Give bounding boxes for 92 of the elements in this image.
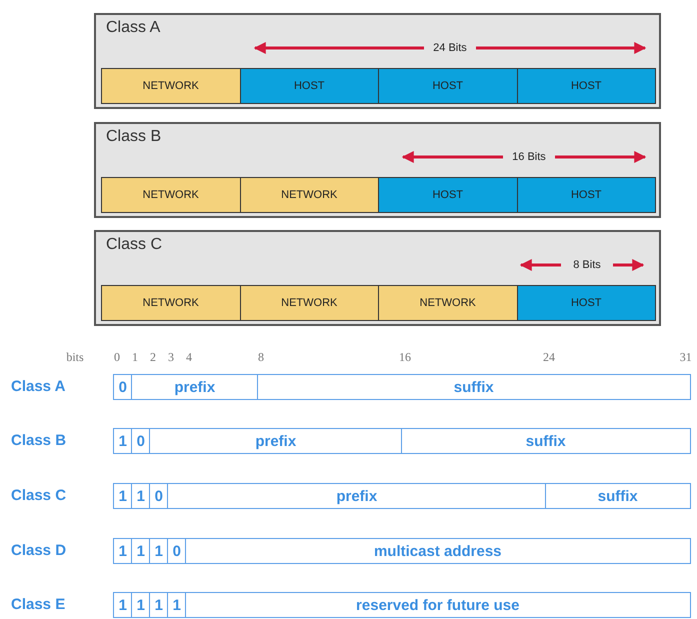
class-title: Class B bbox=[106, 128, 162, 146]
bit-field bbox=[131, 428, 150, 454]
host-field bbox=[240, 68, 379, 104]
field-label: HOST bbox=[570, 80, 602, 92]
bit-position-label: 0 bbox=[114, 350, 120, 365]
field-label: HOST bbox=[432, 189, 464, 201]
bit-field bbox=[131, 538, 150, 564]
bit-position-label: 3 bbox=[168, 350, 174, 365]
field-label: HOST bbox=[432, 80, 464, 92]
bit-field bbox=[185, 592, 690, 618]
bit-field bbox=[167, 483, 546, 509]
bit-field bbox=[113, 592, 132, 618]
host-field bbox=[516, 177, 656, 213]
field-label: 1 bbox=[172, 596, 181, 614]
field-label: HOST bbox=[570, 189, 602, 201]
field-label: 1 bbox=[118, 542, 127, 560]
row-label: Class C bbox=[11, 487, 66, 504]
host-field bbox=[378, 177, 518, 213]
class-panel bbox=[94, 13, 661, 109]
field-label: suffix bbox=[598, 488, 638, 504]
bit-field bbox=[149, 592, 168, 618]
bit-position-label: 24 bbox=[543, 350, 555, 365]
field-label: 1 bbox=[154, 542, 163, 560]
field-label: 0 bbox=[172, 542, 181, 560]
bit-field bbox=[545, 483, 690, 509]
bit-count-label: 24 Bits bbox=[431, 42, 469, 54]
class-title: Class C bbox=[106, 236, 162, 254]
host-field bbox=[516, 68, 656, 104]
bit-field bbox=[131, 592, 150, 618]
field-label: 0 bbox=[118, 378, 127, 396]
row-label: Class D bbox=[11, 542, 66, 559]
axis-title: bits bbox=[66, 350, 84, 365]
field-label: prefix bbox=[336, 488, 378, 504]
bit-field bbox=[167, 538, 186, 564]
field-label: HOST bbox=[570, 297, 602, 309]
field-label: reserved for future use bbox=[356, 596, 520, 614]
bit-field bbox=[113, 428, 132, 454]
row-label: Class E bbox=[11, 596, 66, 613]
bit-position-label: 8 bbox=[258, 350, 264, 365]
field-label: NETWORK bbox=[142, 297, 199, 309]
field-label: NETWORK bbox=[281, 189, 338, 201]
field-label: 1 bbox=[136, 488, 145, 504]
field-label: HOST bbox=[294, 80, 325, 92]
field-label: 0 bbox=[136, 432, 145, 450]
bit-position-label: 2 bbox=[150, 350, 156, 365]
field-label: prefix bbox=[174, 378, 216, 396]
network-field bbox=[240, 285, 379, 321]
field-label: 1 bbox=[118, 488, 127, 504]
network-field bbox=[101, 177, 240, 213]
field-label: suffix bbox=[454, 378, 494, 396]
bit-field bbox=[167, 592, 186, 618]
field-label: NETWORK bbox=[281, 297, 338, 309]
bit-field bbox=[113, 374, 132, 400]
class-title: Class A bbox=[106, 19, 160, 37]
host-field bbox=[378, 68, 518, 104]
class-panel bbox=[94, 122, 661, 218]
bit-field bbox=[113, 538, 132, 564]
bit-field bbox=[185, 538, 690, 564]
bit-field bbox=[149, 483, 168, 509]
network-field bbox=[240, 177, 379, 213]
bit-field bbox=[131, 483, 150, 509]
field-label: 1 bbox=[118, 596, 127, 614]
network-field bbox=[101, 285, 240, 321]
bit-count-label: 8 Bits bbox=[571, 259, 603, 271]
field-label: 1 bbox=[154, 596, 163, 614]
field-label: 1 bbox=[136, 542, 145, 560]
field-label: 1 bbox=[136, 596, 145, 614]
bit-field bbox=[401, 428, 690, 454]
bit-position-label: 4 bbox=[186, 350, 192, 365]
bit-field bbox=[131, 374, 258, 400]
field-label: suffix bbox=[526, 432, 566, 450]
bit-position-label: 31 bbox=[680, 350, 692, 365]
class-panel bbox=[94, 230, 661, 326]
field-label: multicast address bbox=[374, 542, 502, 560]
field-label: NETWORK bbox=[420, 297, 476, 309]
network-field bbox=[378, 285, 518, 321]
field-label: 1 bbox=[118, 432, 127, 450]
field-label: NETWORK bbox=[142, 80, 199, 92]
field-label: 0 bbox=[154, 488, 163, 504]
network-field bbox=[101, 68, 240, 104]
row-label: Class A bbox=[11, 378, 66, 395]
row-label: Class B bbox=[11, 432, 66, 449]
field-label: NETWORK bbox=[142, 189, 199, 201]
host-field bbox=[516, 285, 656, 321]
bit-position-label: 16 bbox=[399, 350, 411, 365]
bit-field bbox=[257, 374, 690, 400]
bit-position-label: 1 bbox=[132, 350, 138, 365]
field-label: prefix bbox=[255, 432, 296, 450]
bit-count-label: 16 Bits bbox=[510, 151, 548, 163]
bit-field bbox=[149, 428, 402, 454]
bit-field bbox=[149, 538, 168, 564]
bit-field bbox=[113, 483, 132, 509]
